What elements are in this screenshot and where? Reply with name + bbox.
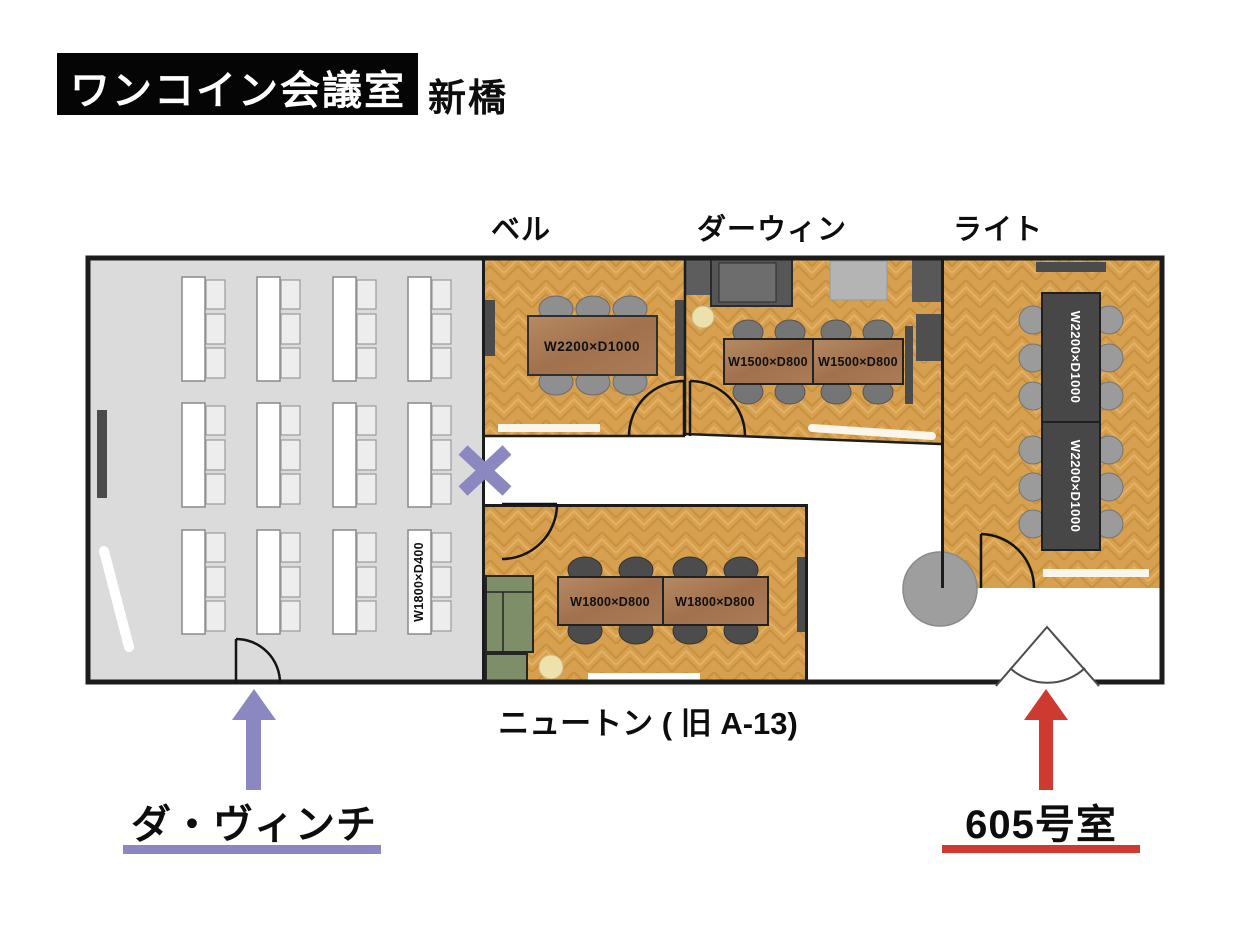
cabinet bbox=[686, 259, 710, 295]
meeting-table bbox=[723, 338, 814, 385]
meeting-table bbox=[1041, 292, 1101, 423]
table-size-label: W1500×D800 bbox=[728, 355, 808, 369]
branch-name: 新橋 bbox=[428, 78, 508, 120]
logo-background bbox=[57, 53, 418, 115]
door-newton bbox=[501, 502, 559, 561]
doors bbox=[234, 379, 1036, 684]
room-label-darwin: ダーウィン bbox=[697, 212, 847, 246]
door-darwin bbox=[688, 379, 747, 437]
wall-board bbox=[797, 557, 806, 632]
davinci-room-label: ダ・ヴィンチ bbox=[131, 803, 377, 847]
table-group bbox=[332, 402, 377, 508]
room605-label: 605号室 bbox=[965, 803, 1117, 847]
meeting-table bbox=[1041, 421, 1101, 551]
room-labels: ベル ダーウィン ライト bbox=[491, 212, 1043, 246]
room-davinci-furniture: W1800×D400 bbox=[97, 276, 452, 652]
table-size-label: W2200×D1000 bbox=[1068, 311, 1083, 404]
floor-marking bbox=[99, 546, 134, 652]
threshold bbox=[808, 424, 936, 440]
table-group bbox=[256, 529, 301, 635]
room605-underline bbox=[942, 845, 1140, 853]
table-size-label: W2200×D1000 bbox=[544, 339, 640, 354]
door-bell bbox=[627, 379, 686, 437]
table-group bbox=[407, 276, 452, 382]
table-group bbox=[407, 402, 452, 508]
entrance-door-605 bbox=[995, 625, 1100, 687]
threshold bbox=[588, 673, 700, 681]
wall-monitor bbox=[484, 300, 495, 356]
table-group bbox=[256, 276, 301, 382]
davinci-arrow-up bbox=[232, 689, 276, 790]
newton-room-label: ニュートン ( 旧 A-13) bbox=[498, 706, 798, 741]
annotation-newton: ニュートン ( 旧 A-13) bbox=[498, 706, 798, 741]
table-group bbox=[181, 402, 226, 508]
table-size-label: W1800×D400 bbox=[412, 542, 426, 622]
room-label-wright: ライト bbox=[953, 214, 1043, 246]
wall-monitor bbox=[1036, 262, 1106, 272]
room605-arrow-up bbox=[1024, 689, 1068, 790]
stool bbox=[538, 654, 564, 680]
side-table bbox=[829, 260, 888, 301]
table-size-label: W2200×D1000 bbox=[1068, 440, 1083, 533]
room-label-bell: ベル bbox=[491, 214, 551, 246]
sofa bbox=[485, 575, 534, 653]
room-darwin-furniture: W1500×D800 W1500×D800 bbox=[686, 256, 942, 440]
door-davinci bbox=[234, 637, 282, 684]
threshold bbox=[1043, 569, 1149, 577]
wall-newton bbox=[483, 504, 808, 680]
table-size-label: W1500×D800 bbox=[818, 355, 898, 369]
threshold bbox=[498, 424, 600, 432]
wall-board bbox=[675, 300, 684, 376]
wall-board bbox=[905, 326, 913, 404]
wall-board bbox=[97, 410, 107, 498]
round-table bbox=[902, 551, 978, 627]
room-bell-furniture: W2200×D1000 bbox=[484, 295, 684, 432]
table-group bbox=[332, 529, 377, 635]
room-wright-furniture: W2200×D1000 W2200×D1000 bbox=[1018, 262, 1149, 577]
outer-wall bbox=[85, 255, 1165, 685]
ottoman bbox=[485, 653, 528, 683]
door-wright bbox=[979, 532, 1036, 589]
cabinet bbox=[912, 257, 941, 302]
brand-header: ワンコイン会議室 新橋 bbox=[57, 53, 508, 120]
davinci-underline bbox=[123, 845, 381, 854]
table-size-label: W1800×D800 bbox=[570, 595, 650, 609]
meeting-table bbox=[527, 315, 658, 376]
annotation-davinci: ダ・ヴィンチ bbox=[123, 689, 381, 854]
entrance-door-outline bbox=[995, 625, 1100, 687]
logo-text: ワンコイン会議室 bbox=[70, 69, 406, 113]
closed-passage-x-mark bbox=[458, 445, 512, 496]
stool bbox=[691, 305, 715, 329]
table-group bbox=[181, 276, 226, 382]
annotation-605: 605号室 bbox=[942, 689, 1140, 853]
table-group bbox=[332, 276, 377, 382]
table-group bbox=[256, 402, 301, 508]
table-group bbox=[181, 529, 226, 635]
wall-monitor bbox=[916, 314, 942, 361]
table-size-label: W1800×D800 bbox=[675, 595, 755, 609]
sofa-seat bbox=[718, 262, 777, 303]
room-newton-furniture: W1800×D800 W1800×D800 bbox=[485, 556, 806, 683]
meeting-table bbox=[662, 576, 769, 626]
meeting-table bbox=[812, 338, 904, 385]
wall-darwin-bottom bbox=[684, 432, 942, 446]
entrance-door-fill bbox=[996, 627, 1099, 686]
